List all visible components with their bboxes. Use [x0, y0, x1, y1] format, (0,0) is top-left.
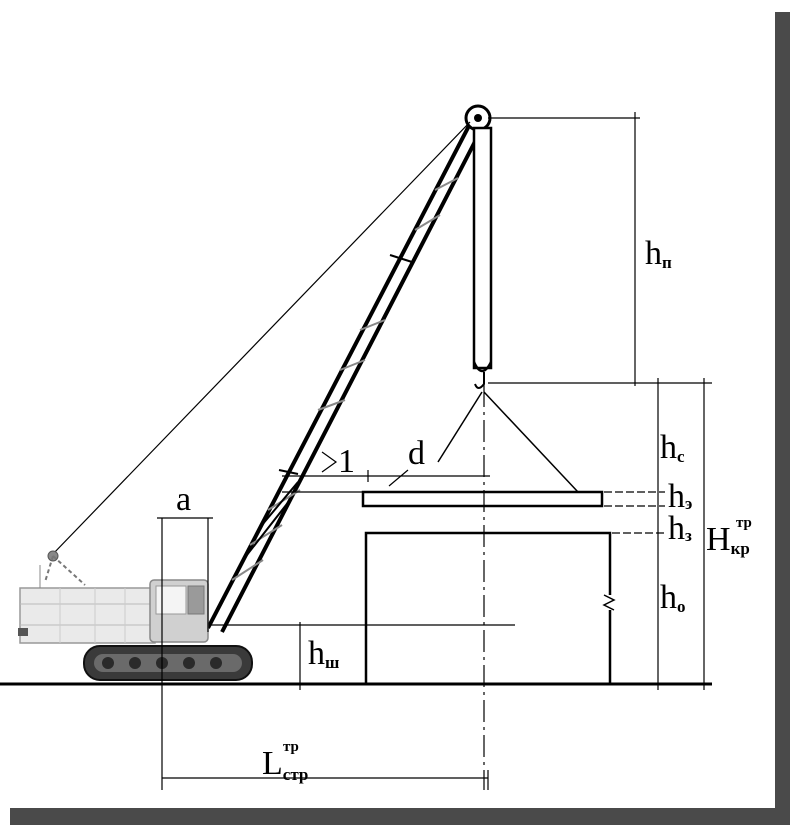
sling-icon — [437, 391, 579, 493]
frame-shadow-bottom — [10, 808, 790, 825]
dim-hsh — [210, 622, 515, 690]
label-hs: hс — [660, 429, 685, 466]
dim-a — [157, 517, 213, 790]
hook-icon — [474, 372, 485, 389]
label-hsh: hш — [308, 635, 339, 672]
crawler-crane-icon — [18, 565, 253, 681]
pendant-rope — [51, 121, 471, 556]
break-mark — [602, 594, 616, 611]
label-1: 1 — [338, 443, 355, 480]
label-H-sup: тр — [736, 515, 752, 531]
label-hz: hз — [668, 510, 692, 547]
arrow-1 — [321, 451, 338, 473]
label-a: a — [176, 481, 191, 518]
dim-right — [488, 112, 712, 690]
label-he: hэ — [668, 478, 692, 515]
frame-shadow-right — [775, 12, 790, 825]
dim-d — [282, 469, 490, 493]
dim-L — [162, 770, 489, 790]
label-ho: hо — [660, 579, 686, 616]
hook-block — [472, 126, 493, 373]
label-H: Hкр — [706, 521, 750, 558]
slab-element — [361, 490, 604, 508]
building-outline — [364, 531, 612, 684]
label-L-sup: тр — [283, 739, 299, 755]
boom-head-pulley-icon — [464, 104, 492, 132]
label-d: d — [408, 435, 425, 472]
rope-dashed-support — [44, 555, 86, 586]
label-hp: hп — [645, 235, 672, 272]
label-L: Lстр — [262, 745, 308, 784]
crane-boom — [206, 119, 484, 633]
